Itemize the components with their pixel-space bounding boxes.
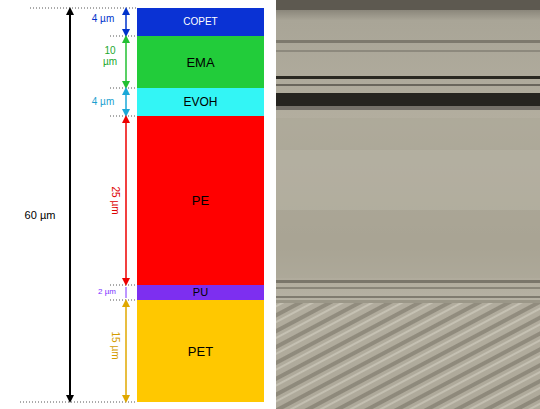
total-thickness: 60 µm bbox=[24, 208, 57, 222]
layer-thickness: 25 µm bbox=[110, 186, 121, 214]
layer-thickness: 4 µm bbox=[92, 96, 114, 107]
layer-band: PET bbox=[137, 300, 264, 402]
layer-name: PET bbox=[188, 345, 213, 358]
layer-name: PU bbox=[193, 287, 208, 298]
layer-band: PU bbox=[137, 285, 264, 300]
layer-band: EVOH bbox=[137, 88, 264, 116]
layer-band: EMA bbox=[137, 36, 264, 88]
layer-name: EMA bbox=[186, 56, 214, 69]
layer-name: PE bbox=[192, 194, 209, 207]
boundary-lines bbox=[20, 8, 137, 402]
layer-thickness: 10 µm bbox=[98, 45, 122, 67]
layer-name: COPET bbox=[183, 17, 217, 27]
layer-thickness: 4 µm bbox=[92, 13, 114, 24]
layer-thickness: 15 µm bbox=[110, 331, 121, 359]
micrograph bbox=[276, 0, 540, 409]
layer-name: EVOH bbox=[183, 96, 217, 108]
layer-band: PE bbox=[137, 116, 264, 285]
dimension-arrows bbox=[125, 11, 127, 399]
layer-thickness: 2 µm bbox=[98, 288, 116, 297]
layer-band: COPET bbox=[137, 8, 264, 36]
dimension-arrow bbox=[69, 11, 71, 399]
